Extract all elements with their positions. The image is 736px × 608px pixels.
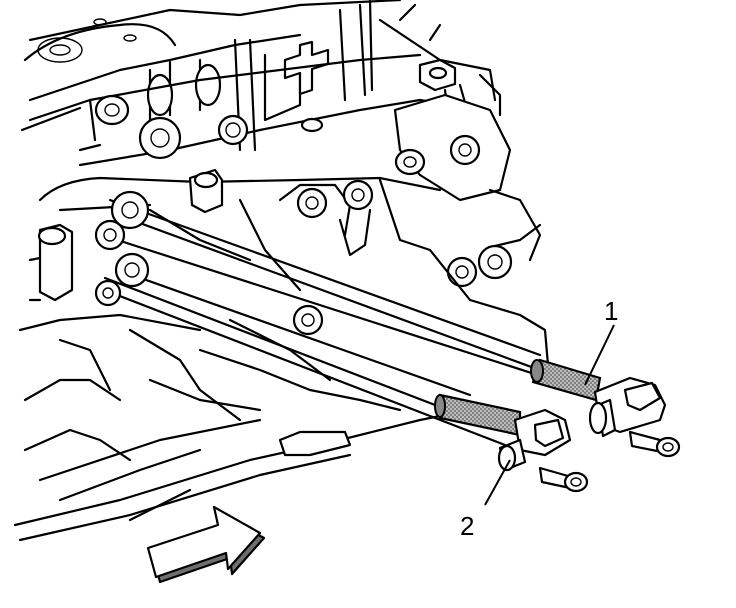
- sensor-2: [434, 393, 589, 493]
- lower-block: [13, 223, 550, 542]
- cross-member: [38, 168, 472, 302]
- callout-2-label: 2: [460, 511, 474, 541]
- callout-2: 2: [460, 459, 511, 541]
- front-direction-arrow-icon: [146, 505, 266, 584]
- engine-block: [20, 0, 542, 288]
- callout-1: 1: [584, 296, 618, 386]
- callout-1-label: 1: [604, 296, 618, 326]
- sensor-1: [530, 358, 681, 458]
